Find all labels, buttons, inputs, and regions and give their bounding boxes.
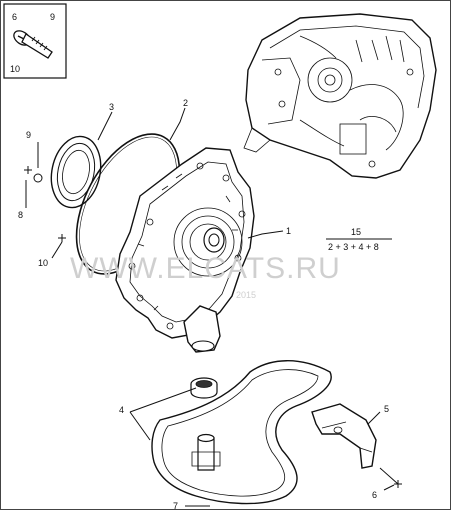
screw-symbol-10 [58,234,66,242]
callout-4: 4 [119,405,124,415]
formula-bottom: 2 + 3 + 4 + 8 [328,242,379,252]
callout-6: 6 [372,490,377,500]
callout-9: 9 [26,130,31,140]
pump-housing [115,147,255,353]
watermark-year: 2015 [236,290,256,300]
watermark-text: WWW.ELCATS.RU [70,252,341,285]
inset-bolt-box: 6 9 10 [3,3,67,79]
leader-lines [25,107,399,507]
inset-label-6: 6 [12,12,17,22]
screw-symbol-8 [24,166,43,183]
filter-seal [190,377,218,399]
bracket [311,403,377,469]
callout-5: 5 [384,404,389,414]
formula-top: 15 [351,227,361,237]
inset-label-10: 10 [10,64,20,74]
inset-label-9: 9 [50,12,55,22]
callout-3: 3 [109,102,114,112]
transmission-assembly [243,13,437,179]
callout-10: 10 [38,258,48,268]
oil-filter-pan [151,360,332,505]
callout-2: 2 [183,98,188,108]
bolt-icon [13,30,53,59]
callout-1: 1 [286,226,291,236]
callout-8: 8 [18,210,23,220]
callout-7: 7 [173,501,178,510]
